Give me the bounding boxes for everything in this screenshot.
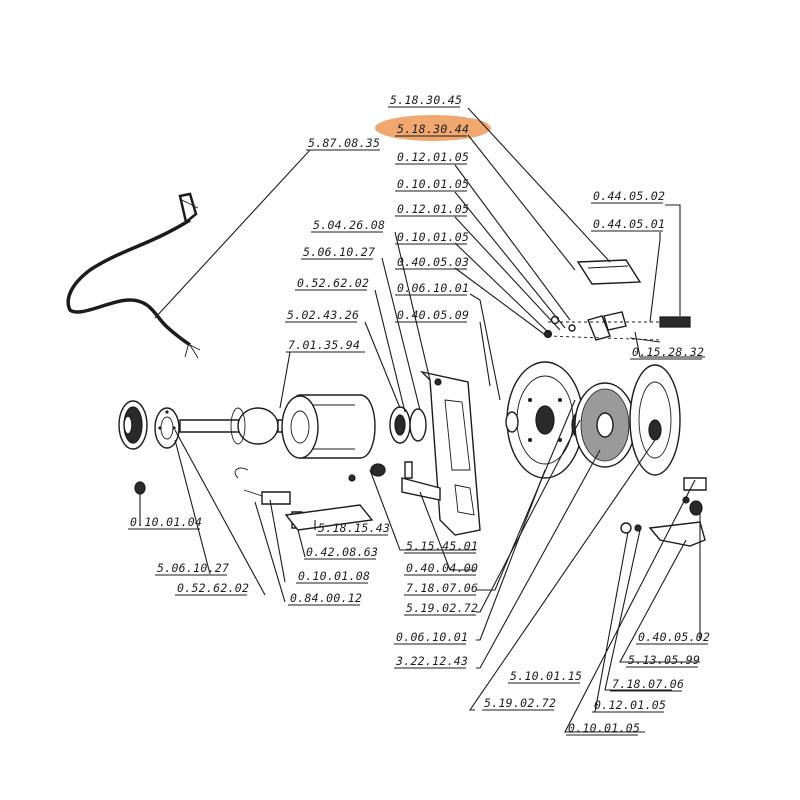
part-number-label: 0.84.00.12 (290, 591, 362, 605)
part-number-label: 0.52.62.02 (297, 276, 369, 290)
part-number-label: 5.04.26.08 (313, 218, 385, 232)
power-cord-part (66, 192, 201, 359)
guard-plate-part (419, 370, 481, 536)
label-highlight (375, 115, 491, 141)
part-number-label: 7.01.35.94 (288, 338, 360, 352)
outer-flange-part (629, 364, 681, 476)
flange-part (154, 407, 180, 449)
part-number-label: 0.40.04.00 (406, 561, 478, 575)
eye-shield-part (543, 259, 691, 343)
small-nut-part (134, 481, 146, 495)
part-number-label: 5.18.30.45 (390, 93, 462, 107)
part-number-label: 0.40.05.09 (397, 308, 469, 322)
part-number-label: 0.52.62.02 (177, 581, 249, 595)
bearing-part (389, 406, 427, 444)
part-number-label: 0.06.10.01 (397, 281, 469, 295)
pulley-part (118, 400, 148, 450)
part-number-label: 0.10.01.05 (568, 721, 640, 735)
part-number-label: 0.12.01.05 (397, 150, 469, 164)
part-number-labels: 5.18.30.45 5.18.30.44 5.87.08.35 0.12.01.05… (128, 93, 710, 736)
part-number-label: 5.18.15.43 (318, 521, 390, 535)
part-number-label: 0.10.01.05 (397, 177, 469, 191)
part-number-label: 0.10.01.05 (397, 230, 469, 244)
part-number-label: 7.18.07.06 (612, 677, 684, 691)
part-number-label: 0.42.08.63 (306, 545, 378, 559)
part-number-label: 0.44.05.01 (593, 217, 665, 231)
part-number-label: 5.02.43.26 (287, 308, 359, 322)
part-number-label: 5.06.10.27 (157, 561, 229, 575)
grinding-wheel-part (574, 382, 636, 468)
part-number-label: 5.19.02.72 (406, 601, 478, 615)
part-number-label: 0.10.01.04 (130, 515, 202, 529)
part-number-label: 5.13.05.99 (628, 653, 700, 667)
part-number-label: 0.06.10.01 (396, 630, 468, 644)
part-number-label: 0.15.28.32 (632, 345, 704, 359)
label-plate-part (284, 504, 374, 531)
part-number-label: 5.18.30.44 (397, 122, 469, 136)
part-number-label: 0.40.05.02 (638, 630, 710, 644)
nut-part (348, 463, 386, 482)
bracket-part (401, 461, 441, 501)
part-number-label: 0.12.01.05 (397, 202, 469, 216)
part-number-label: 0.12.01.05 (594, 698, 666, 712)
part-number-label: 5.19.02.72 (484, 696, 556, 710)
part-number-label: 5.87.08.35 (308, 136, 380, 150)
part-number-label: 0.40.05.03 (397, 255, 469, 269)
part-number-label: 7.18.07.06 (406, 581, 478, 595)
part-number-label: 5.15.45.01 (406, 539, 478, 553)
part-number-label: 5.06.10.27 (303, 245, 375, 259)
part-number-label: 5.10.01.15 (510, 669, 582, 683)
tool-rest-part (620, 477, 707, 547)
stator-housing-part (281, 394, 376, 459)
part-number-label: 0.10.01.08 (298, 569, 370, 583)
part-number-label: 0.44.05.02 (593, 189, 665, 203)
part-number-label: 3.22.12.43 (395, 654, 468, 668)
